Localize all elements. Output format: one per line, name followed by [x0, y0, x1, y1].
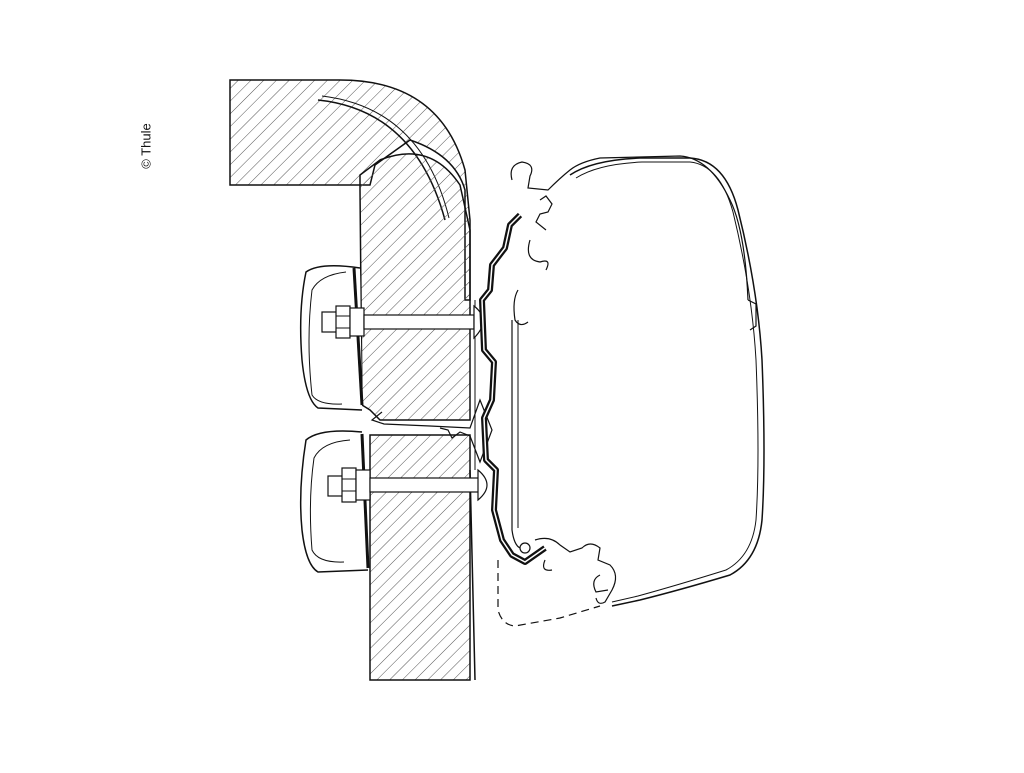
copyright-text: © Thule: [138, 123, 154, 169]
inner-cap-lower: [299, 430, 369, 573]
awning-lower-hook: [519, 537, 617, 604]
awning-upper-hook: [510, 155, 749, 301]
wall-section-lower: [369, 434, 471, 681]
inner-cap-upper: [299, 265, 363, 411]
bolt-upper: [321, 304, 484, 340]
awning-inner-wall: [511, 320, 521, 549]
bolt-lower: [327, 467, 488, 503]
wall-clip: [370, 398, 493, 464]
roof-section: [229, 79, 471, 301]
wall-section-upper: [359, 153, 471, 421]
awning-outer-shell: [569, 157, 765, 607]
